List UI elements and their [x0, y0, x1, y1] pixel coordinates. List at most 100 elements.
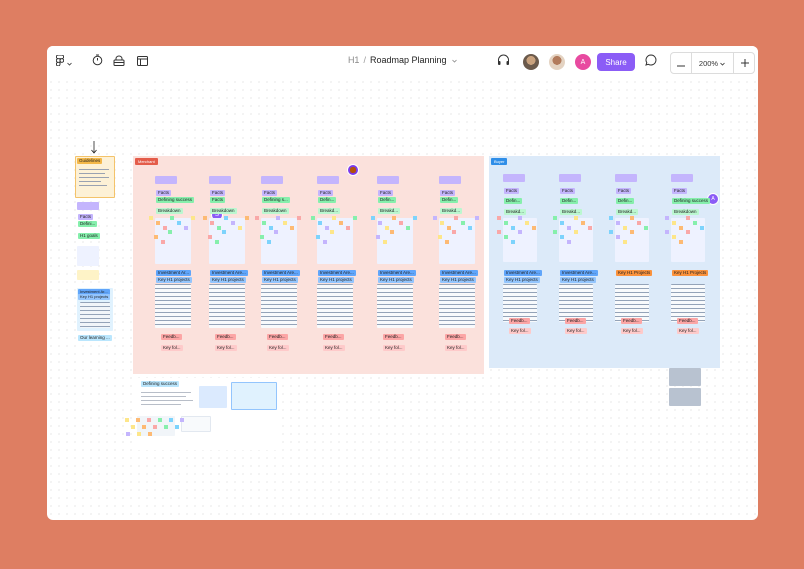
sticky-note[interactable]	[503, 174, 525, 182]
share-button[interactable]: Share	[597, 53, 635, 71]
sticky-note[interactable]	[671, 174, 693, 182]
sticky-dot[interactable]	[332, 216, 336, 220]
key-follow-tag[interactable]: Key fol...	[383, 345, 405, 351]
sticky-dot[interactable]	[154, 235, 158, 239]
sticky-note[interactable]	[317, 176, 339, 184]
learning-tag[interactable]: Our learning ...	[78, 335, 112, 341]
sticky-cluster[interactable]	[503, 218, 537, 262]
avatar[interactable]	[549, 54, 565, 70]
sticky-dot[interactable]	[149, 216, 153, 220]
defining-tag[interactable]: Defin...	[560, 198, 579, 204]
lock-button[interactable]	[112, 55, 126, 69]
sticky-dot[interactable]	[637, 221, 641, 225]
investment-tag[interactable]: Investment Are...	[210, 270, 248, 276]
sticky-dot[interactable]	[623, 240, 627, 244]
feedback-tag[interactable]: Feedb...	[323, 334, 344, 340]
zoom-level[interactable]: 200%	[692, 53, 732, 73]
sticky-dot[interactable]	[406, 226, 410, 230]
sticky-dot[interactable]	[468, 226, 472, 230]
sticky-dot[interactable]	[700, 226, 704, 230]
breakdown-tag[interactable]: Breakd...	[440, 208, 463, 214]
facts-tag[interactable]: Facts	[560, 188, 576, 194]
sticky-dot[interactable]	[274, 230, 278, 234]
sticky-dot[interactable]	[383, 240, 387, 244]
investment-tag[interactable]: Investment Are...	[378, 270, 416, 276]
sticky-dot[interactable]	[267, 240, 271, 244]
breakdown-tag[interactable]: Breakdown	[262, 208, 289, 214]
sticky-dot[interactable]	[616, 221, 620, 225]
gray-note[interactable]	[669, 368, 701, 386]
facts-tag[interactable]: Facts	[318, 190, 334, 196]
sticky-dot[interactable]	[609, 230, 613, 234]
sticky-dot[interactable]	[316, 235, 320, 239]
investment-tag[interactable]: Investment Are...	[504, 270, 542, 276]
defining-tag[interactable]: Defin...	[616, 198, 635, 204]
sticky-dot[interactable]	[325, 226, 329, 230]
sticky-dot[interactable]	[504, 235, 508, 239]
table-grid[interactable]	[261, 284, 297, 328]
sticky-dot[interactable]	[553, 230, 557, 234]
sticky-dot[interactable]	[161, 240, 165, 244]
sticky-dot[interactable]	[630, 216, 634, 220]
sticky-dot[interactable]	[567, 226, 571, 230]
sticky-dot[interactable]	[168, 230, 172, 234]
sticky-stack[interactable]	[77, 246, 99, 266]
sticky-dot[interactable]	[445, 240, 449, 244]
feedback-tag[interactable]: Feedb...	[677, 318, 698, 324]
sticky-dot[interactable]	[574, 216, 578, 220]
table-grid[interactable]	[317, 284, 353, 328]
key-follow-tag[interactable]: Key fol...	[677, 328, 699, 334]
sticky-dot[interactable]	[413, 216, 417, 220]
breakdown-tag[interactable]: Breakdown	[156, 208, 183, 214]
key-projects-tag[interactable]: Key H1 projects	[504, 277, 540, 283]
defining-tag[interactable]: Defini...	[78, 221, 98, 227]
whiteboard-canvas[interactable]: Guidelines Facts Defini... H1 goals Inve…	[47, 78, 758, 520]
sticky-dot[interactable]	[679, 226, 683, 230]
sticky-note[interactable]	[77, 270, 99, 280]
key-follow-tag[interactable]: Key fol...	[509, 328, 531, 334]
sticky-dot[interactable]	[156, 221, 160, 225]
sticky-dot[interactable]	[131, 425, 135, 429]
key-projects-tag[interactable]: Key H1 projects	[378, 277, 414, 283]
defining-tag[interactable]: Defin...	[378, 197, 397, 203]
file-name[interactable]: Roadmap Planning	[369, 55, 447, 65]
sticky-dot[interactable]	[191, 216, 195, 220]
sticky-dot[interactable]	[177, 221, 181, 225]
sticky-dot[interactable]	[461, 221, 465, 225]
sticky-dot[interactable]	[378, 221, 382, 225]
chevron-down-icon[interactable]	[452, 55, 457, 65]
sticky-cluster[interactable]	[615, 218, 649, 262]
sticky-dot[interactable]	[518, 216, 522, 220]
sticky-dot[interactable]	[672, 221, 676, 225]
feedback-tag[interactable]: Feedb...	[445, 334, 466, 340]
sticky-dot[interactable]	[353, 216, 357, 220]
sticky-dot[interactable]	[260, 235, 264, 239]
sticky-dot[interactable]	[170, 216, 174, 220]
facts-tag[interactable]: Facts	[78, 214, 94, 220]
facts-tag[interactable]: Facts	[156, 190, 172, 196]
investment-tag[interactable]: Investment Ar...	[156, 270, 192, 276]
sticky-dot[interactable]	[339, 221, 343, 225]
sticky-dot[interactable]	[686, 230, 690, 234]
feedback-tag[interactable]: Feedb...	[161, 334, 182, 340]
sticky-dot[interactable]	[497, 230, 501, 234]
sticky-dot[interactable]	[679, 240, 683, 244]
sticky-dot[interactable]	[644, 226, 648, 230]
audio-button[interactable]	[496, 54, 510, 69]
table-grid[interactable]	[671, 284, 705, 322]
defining-tag[interactable]: Defining s...	[262, 197, 290, 203]
table-grid[interactable]	[439, 284, 475, 328]
key-projects-tag[interactable]: Key H1 projects	[318, 277, 354, 283]
defining-tag[interactable]: Defin...	[318, 197, 337, 203]
sticky-dot[interactable]	[433, 216, 437, 220]
sticky-dot[interactable]	[390, 230, 394, 234]
avatar[interactable]	[523, 54, 539, 70]
sticky-dot[interactable]	[623, 226, 627, 230]
sticky-dot[interactable]	[346, 226, 350, 230]
sticky-dot[interactable]	[231, 221, 235, 225]
table-grid[interactable]	[209, 284, 245, 328]
sticky-cluster[interactable]	[559, 218, 593, 262]
defining-tag[interactable]: Facts	[210, 197, 226, 203]
sticky-dot[interactable]	[148, 432, 152, 436]
sticky-dot[interactable]	[385, 226, 389, 230]
